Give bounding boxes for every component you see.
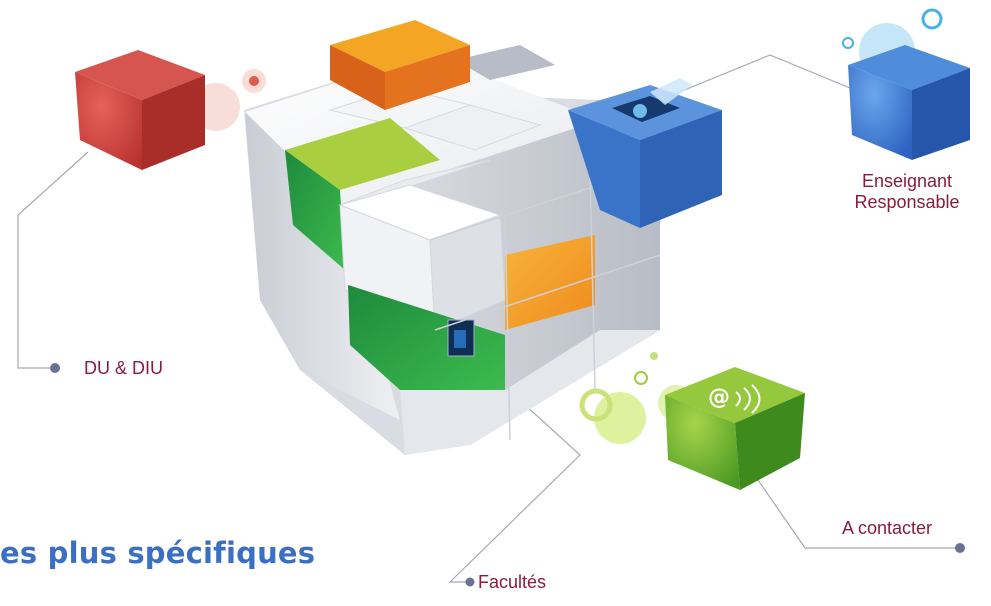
blue-cube-icon bbox=[848, 45, 970, 160]
green-email-cube-icon: @ bbox=[665, 367, 805, 490]
a-contacter-label[interactable]: A contacter bbox=[842, 518, 933, 538]
connector-a-contacter bbox=[757, 479, 960, 549]
connector-du-diu bbox=[17, 151, 89, 369]
connector-enseignant bbox=[659, 54, 851, 101]
facultes-label[interactable]: Facultés bbox=[478, 572, 547, 592]
du-diu-label[interactable]: DU & DIU bbox=[84, 358, 164, 378]
enseignant-label[interactable]: Enseignant Responsable bbox=[842, 171, 972, 213]
svg-text:@: @ bbox=[708, 385, 730, 410]
enseignant-line2: Responsable bbox=[854, 192, 960, 212]
rubik-cube-icon bbox=[244, 20, 722, 455]
section-heading: es plus spécifiques bbox=[0, 536, 316, 570]
enseignant-line1: Enseignant bbox=[861, 171, 953, 191]
connector-dots bbox=[50, 363, 965, 587]
red-cube-icon bbox=[75, 50, 205, 170]
